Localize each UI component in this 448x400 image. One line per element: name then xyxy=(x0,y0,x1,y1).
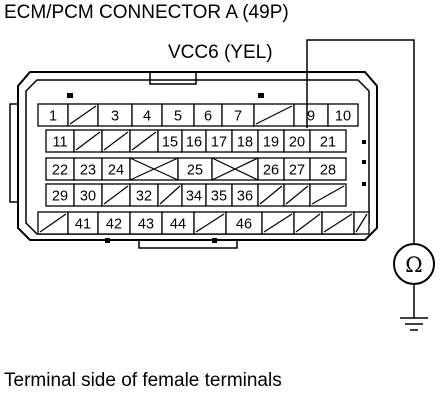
terminal-number: 27 xyxy=(289,163,305,179)
terminal-blank xyxy=(157,183,183,207)
terminal-number: 17 xyxy=(211,135,227,151)
terminal-blank xyxy=(257,183,285,207)
terminal-15: 15 xyxy=(157,129,183,153)
terminal-number: 21 xyxy=(320,135,336,151)
terminal-blank xyxy=(309,183,347,207)
terminal-29: 29 xyxy=(45,183,75,207)
terminal-blank xyxy=(283,183,311,207)
terminal-9: 9 xyxy=(293,103,329,127)
terminal-number: 26 xyxy=(263,163,279,179)
terminal-number: 23 xyxy=(80,163,96,179)
terminal-26: 26 xyxy=(257,157,285,181)
terminal-number: 42 xyxy=(106,217,122,233)
terminal-6: 6 xyxy=(193,103,223,127)
ohmmeter-icon: Ω xyxy=(393,243,435,285)
terminal-22: 22 xyxy=(45,157,75,181)
terminal-number: 29 xyxy=(52,189,68,205)
terminal-number: 32 xyxy=(136,189,152,205)
terminal-44: 44 xyxy=(161,211,195,235)
terminal-number: 16 xyxy=(186,135,202,151)
terminal-blank xyxy=(261,211,295,235)
terminal-16: 16 xyxy=(181,129,207,153)
terminal-number: 46 xyxy=(236,217,252,233)
terminal-21: 21 xyxy=(309,129,347,153)
test-lead xyxy=(306,39,415,318)
terminal-number: 19 xyxy=(263,135,279,151)
terminal-23: 23 xyxy=(73,157,103,181)
terminal-19: 19 xyxy=(257,129,285,153)
terminal-cavity-crossed xyxy=(129,157,179,181)
terminal-46: 46 xyxy=(225,211,263,235)
terminal-10: 10 xyxy=(327,103,359,127)
terminal-blank xyxy=(73,129,103,153)
terminal-number: 7 xyxy=(234,109,242,125)
terminal-20: 20 xyxy=(283,129,311,153)
terminal-blank xyxy=(253,103,295,127)
terminal-number: 36 xyxy=(237,189,253,205)
terminal-18: 18 xyxy=(231,129,259,153)
terminal-3: 3 xyxy=(97,103,133,127)
wire-label: VCC6 (YEL) xyxy=(168,42,273,63)
terminal-41: 41 xyxy=(67,211,99,235)
terminal-17: 17 xyxy=(205,129,233,153)
terminal-28: 28 xyxy=(309,157,347,181)
terminal-number: 5 xyxy=(174,109,182,125)
terminal-blank xyxy=(193,211,227,235)
terminal-number: 24 xyxy=(108,163,124,179)
terminal-34: 34 xyxy=(181,183,207,207)
terminal-number: 25 xyxy=(187,163,203,179)
terminal-cavity-crossed xyxy=(211,157,259,181)
terminal-side-caption: Terminal side of female terminals xyxy=(4,370,282,391)
terminal-5: 5 xyxy=(161,103,195,127)
terminal-number: 30 xyxy=(80,189,96,205)
terminal-30: 30 xyxy=(73,183,103,207)
terminal-43: 43 xyxy=(129,211,163,235)
terminal-number: 34 xyxy=(186,189,202,205)
terminal-42: 42 xyxy=(97,211,131,235)
ground-icon xyxy=(400,317,428,331)
terminal-7: 7 xyxy=(221,103,255,127)
terminal-11: 11 xyxy=(45,129,75,153)
terminal-36: 36 xyxy=(231,183,259,207)
terminal-35: 35 xyxy=(205,183,233,207)
terminal-number: 18 xyxy=(237,135,253,151)
connector-title: ECM/PCM CONNECTOR A (49P) xyxy=(4,2,289,23)
terminal-number: 11 xyxy=(52,135,67,151)
terminal-number: 10 xyxy=(335,109,351,125)
terminal-4: 4 xyxy=(131,103,163,127)
terminal-number: 35 xyxy=(211,189,227,205)
terminal-number: 20 xyxy=(289,135,305,151)
terminal-32: 32 xyxy=(129,183,159,207)
terminal-blank xyxy=(67,103,99,127)
ohm-symbol: Ω xyxy=(405,253,422,277)
terminal-blank xyxy=(321,211,355,235)
terminal-number: 4 xyxy=(143,109,151,125)
terminal-number: 43 xyxy=(138,217,154,233)
terminal-number: 3 xyxy=(111,109,119,125)
terminal-number: 1 xyxy=(49,109,57,125)
terminal-number: 9 xyxy=(307,109,315,125)
terminal-blank xyxy=(293,211,323,235)
terminal-blank xyxy=(101,129,131,153)
terminal-number: 44 xyxy=(170,217,186,233)
terminal-blank xyxy=(353,211,370,235)
terminal-1: 1 xyxy=(37,103,69,127)
terminal-number: 28 xyxy=(320,163,336,179)
terminal-number: 15 xyxy=(162,135,178,151)
terminal-number: 41 xyxy=(75,217,91,233)
terminal-blank xyxy=(37,211,69,235)
terminal-number: 22 xyxy=(52,163,68,179)
terminal-25: 25 xyxy=(177,157,213,181)
terminal-24: 24 xyxy=(101,157,131,181)
terminal-blank xyxy=(129,129,159,153)
terminal-blank xyxy=(101,183,131,207)
terminal-number: 6 xyxy=(204,109,212,125)
terminal-27: 27 xyxy=(283,157,311,181)
